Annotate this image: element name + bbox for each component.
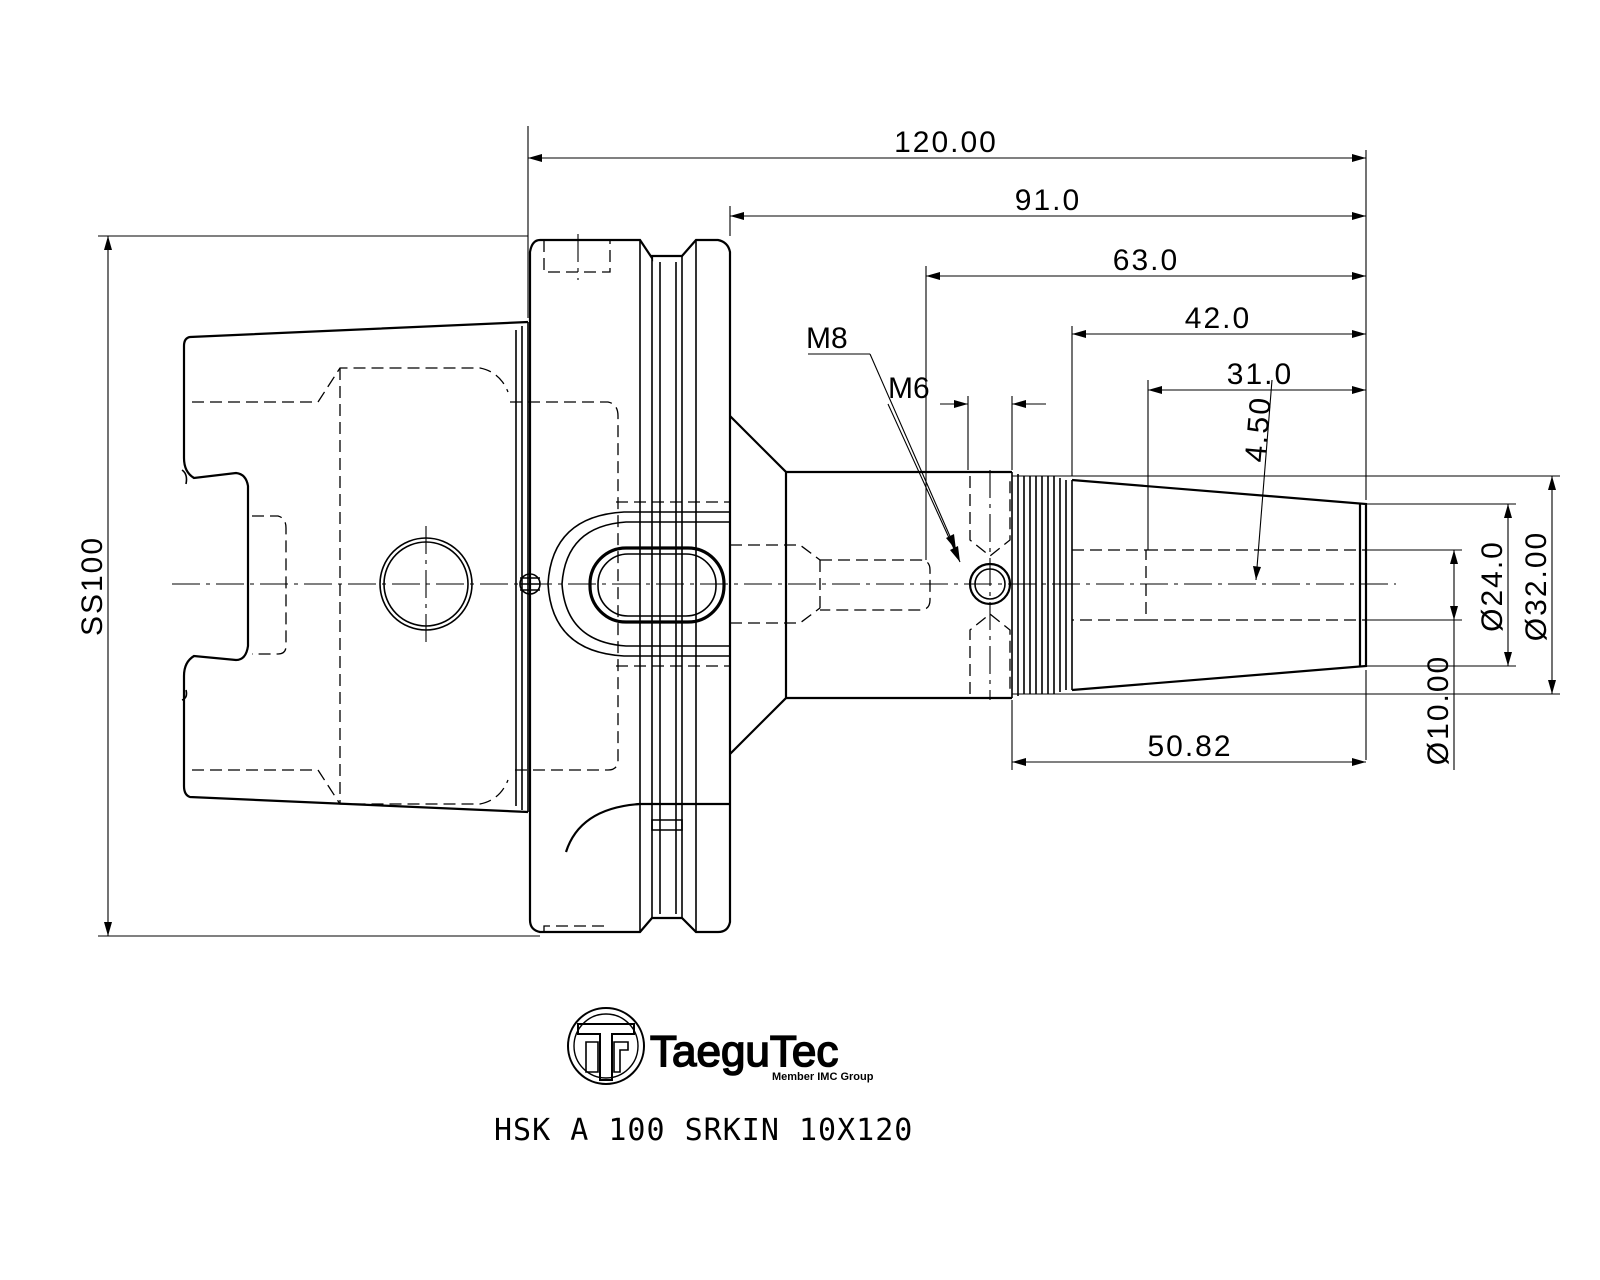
dim-length-31: 31.0: [1227, 358, 1293, 391]
dim-length-91: 91.0: [1015, 184, 1081, 217]
dim-taper-angle: 4.50: [1239, 395, 1278, 464]
dim-thread-length: 50.82: [1147, 730, 1232, 763]
callout-m8: M8: [806, 322, 848, 355]
taegutec-logo: TaeguTec Member IMC Group: [567, 1007, 874, 1085]
hsk-shank: [181, 320, 619, 814]
dim-length-63: 63.0: [1113, 244, 1179, 277]
tool-body: [729, 415, 1368, 755]
dim-total-length: 120.00: [894, 126, 998, 159]
dimensions: 120.00 91.0 63.0 42.0 31.0 4.50: [76, 126, 1560, 937]
part-name: HSK A 100 SRKIN 10X120: [494, 1113, 913, 1148]
dim-length-42: 42.0: [1185, 302, 1251, 335]
dim-dia-32: Ø32.00: [1520, 531, 1553, 641]
callout-m6: M6: [888, 372, 930, 405]
flange: [519, 234, 821, 934]
dim-dia-10: Ø10.00: [1422, 655, 1455, 765]
centerlines: [172, 470, 1396, 700]
dim-flange: SS100: [76, 536, 109, 636]
logo-tagline: Member IMC Group: [772, 1071, 874, 1083]
dim-dia-24: Ø24.0: [1476, 540, 1509, 632]
taegutec-emblem-icon: [567, 1007, 645, 1085]
logo-brand: TaeguTec: [650, 1027, 838, 1076]
